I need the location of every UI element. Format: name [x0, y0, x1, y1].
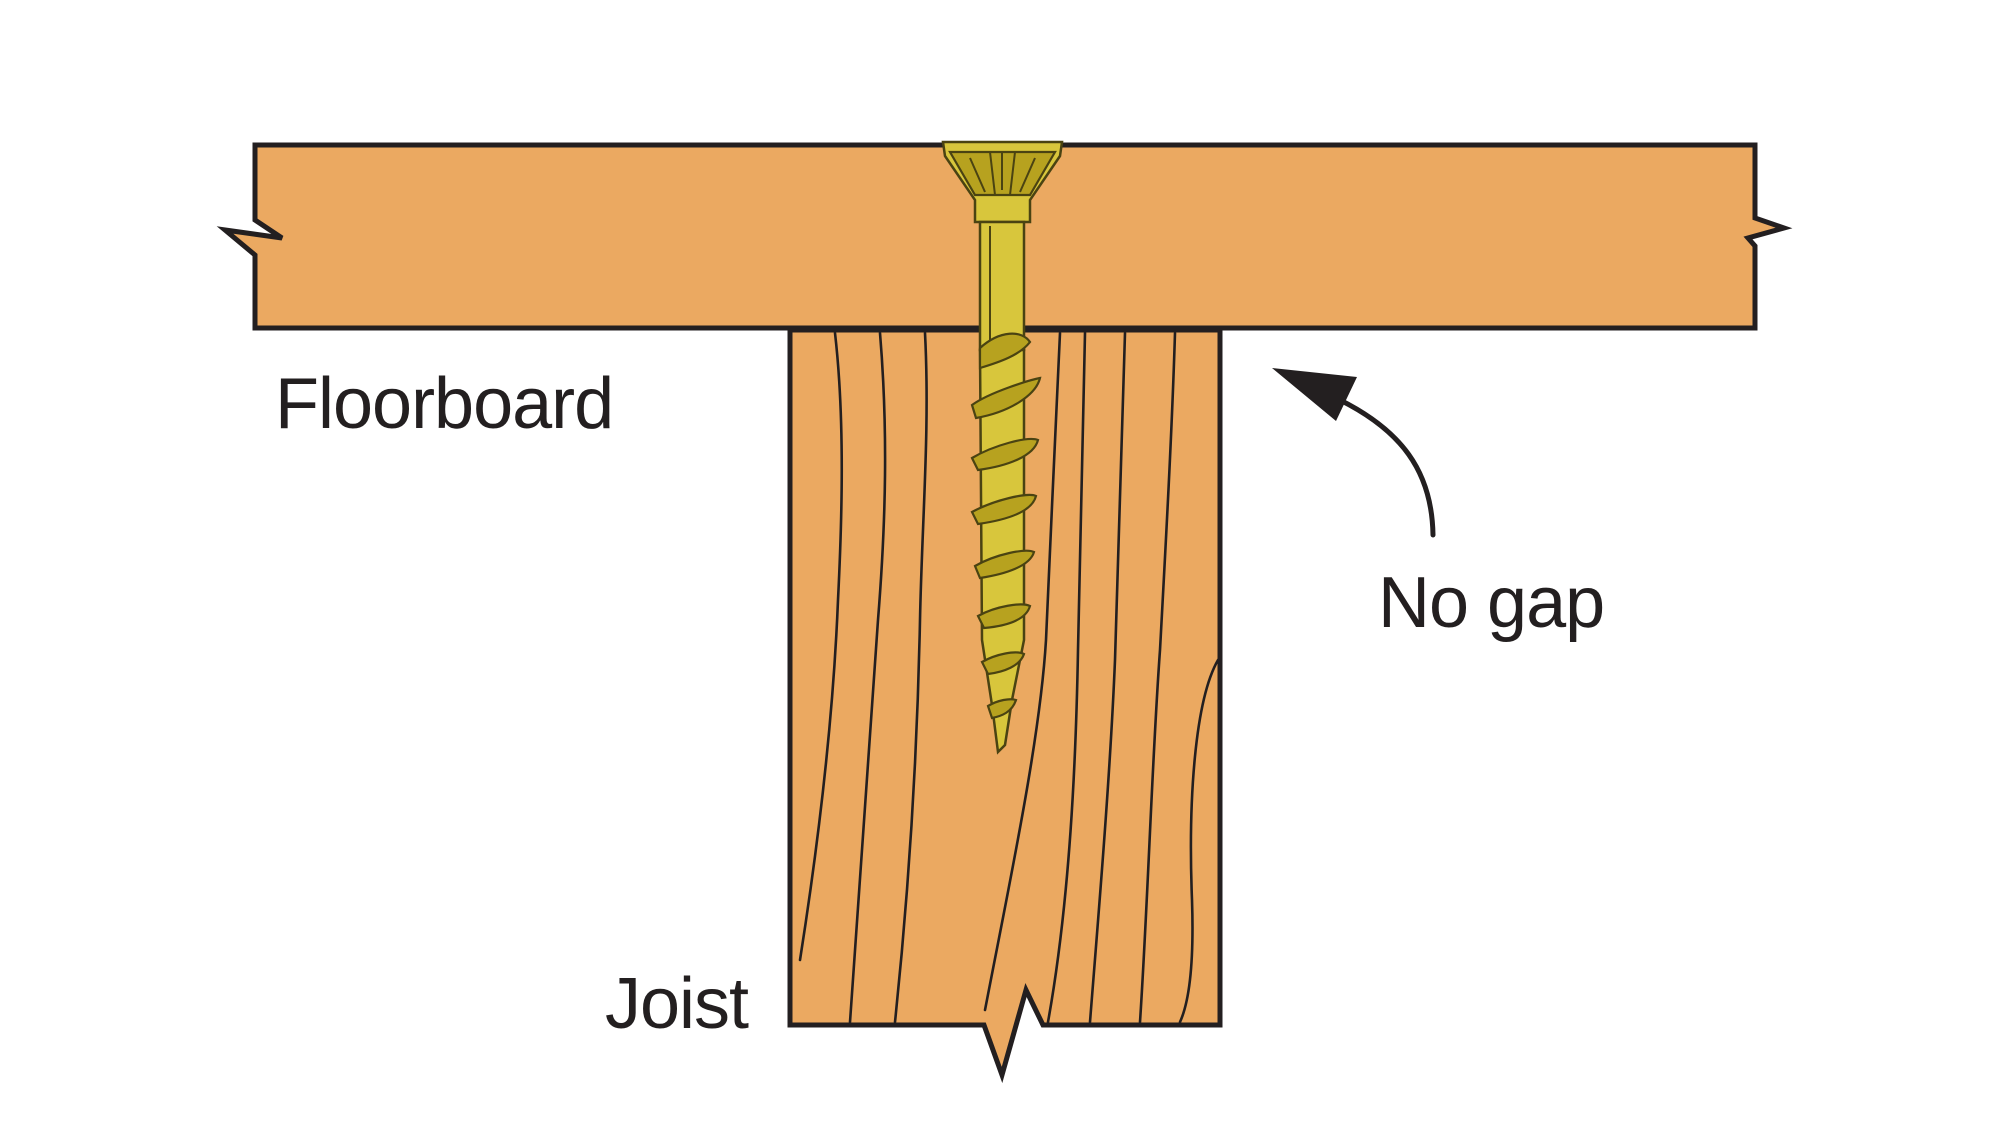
- joist-label: Joist: [605, 964, 749, 1044]
- curved-arrow-icon: [1272, 368, 1436, 538]
- screw-threads: [970, 332, 1042, 720]
- no-gap-label: No gap: [1378, 563, 1604, 643]
- joist-wood-grain: [798, 331, 1220, 1024]
- wood-screw-icon: [941, 140, 1064, 755]
- floorboard-label: Floorboard: [275, 364, 613, 444]
